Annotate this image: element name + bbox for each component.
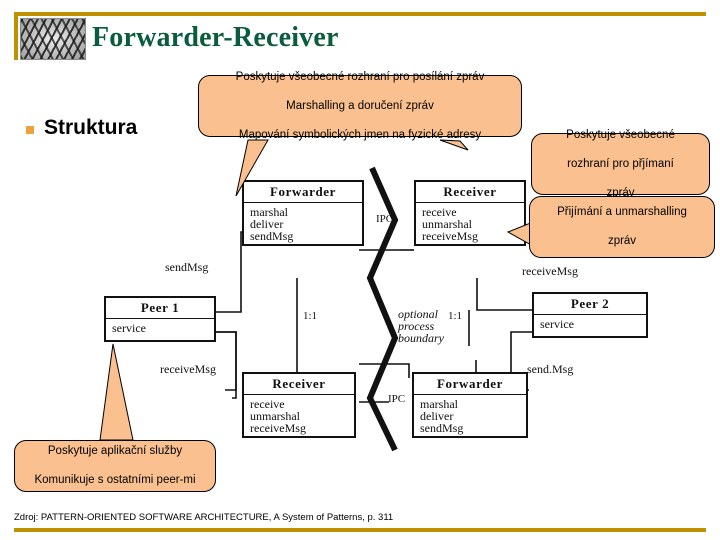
operation: marshal (420, 397, 458, 411)
callout-receiver-secondary[interactable]: Přijímání a unmarshalling zpráv (529, 196, 715, 258)
class-operations: service (534, 315, 646, 334)
callout-line: rozhraní pro přjímaní (567, 157, 674, 170)
operation: receive (250, 397, 285, 411)
edge-label-sendmsg-left: sendMsg (165, 260, 209, 274)
process-boundary-label: optional process boundary (398, 308, 444, 344)
footer-rule (14, 528, 706, 532)
bullet-label: Struktura (44, 116, 138, 139)
ipc-label-bottom: IPC (388, 393, 406, 405)
class-operations: receive unmarshal receiveMsg (244, 395, 354, 438)
callout-forwarder[interactable]: Poskytuje všeobecné rozhraní pro posílán… (198, 71, 522, 141)
operation: marshal (250, 205, 288, 219)
edge-label-receivemsg-left: receiveMsg (160, 362, 216, 376)
operation: receive (422, 205, 457, 219)
operation: deliver (420, 409, 454, 423)
operation: service (112, 321, 146, 335)
edge-label-sendmsg-right: send.Msg (527, 362, 574, 376)
header-rule-top (14, 12, 706, 16)
callout-line: zpráv (606, 186, 635, 199)
class-title: Forwarder (244, 182, 362, 203)
callout-line: Komunikuje s ostatními peer-mi (34, 474, 196, 487)
boundary-line: process (398, 319, 435, 333)
class-box-receiver-bottom[interactable]: Receiver receive unmarshal receiveMsg (242, 372, 356, 438)
callout-peer[interactable]: Poskytuje aplikační služby Komunikuje s … (14, 440, 216, 492)
class-operations: service (106, 319, 214, 338)
operation: sendMsg (250, 229, 294, 243)
callout-line: Marshalling a doručení zpráv (286, 99, 434, 112)
class-operations: marshal deliver sendMsg (414, 395, 526, 438)
page-title: Forwarder-Receiver (92, 22, 339, 53)
square-bullet-icon (26, 126, 34, 134)
callout-line: Poskytuje aplikační služby (47, 445, 183, 458)
class-title: Receiver (416, 182, 524, 203)
class-box-peer-1[interactable]: Peer 1 service (104, 296, 216, 342)
operation: receiveMsg (422, 229, 478, 243)
class-title: Forwarder (414, 374, 526, 395)
boundary-line: boundary (398, 331, 444, 345)
callout-receiver-primary[interactable]: Poskytuje všeobecné rozhraní pro přjíman… (531, 129, 710, 199)
callout-line: Poskytuje všeobecné rozhraní pro posílán… (235, 70, 485, 83)
callout-line: zpráv (607, 235, 637, 248)
boundary-line: optional (398, 307, 439, 321)
operation: sendMsg (420, 421, 464, 435)
class-box-receiver-top[interactable]: Receiver receive unmarshal receiveMsg (414, 180, 526, 246)
operation: receiveMsg (250, 421, 306, 435)
class-box-forwarder-bottom[interactable]: Forwarder marshal deliver sendMsg (412, 372, 528, 438)
textured-ring-logo-icon (20, 18, 86, 60)
operation: service (540, 317, 574, 331)
class-box-peer-2[interactable]: Peer 2 service (532, 292, 648, 338)
header-rule-left (14, 12, 18, 60)
class-operations: receive unmarshal receiveMsg (416, 203, 524, 246)
class-box-forwarder-top[interactable]: Forwarder marshal deliver sendMsg (242, 180, 364, 246)
multiplicity-left: 1:1 (303, 310, 318, 322)
class-operations: marshal deliver sendMsg (244, 203, 362, 246)
class-title: Peer 2 (534, 294, 646, 315)
source-citation: Zdroj: PATTERN-ORIENTED SOFTWARE ARCHITE… (14, 512, 394, 523)
ipc-label-top: IPC (376, 213, 394, 225)
callout-line: Poskytuje všeobecné (566, 128, 675, 141)
callout-line: Mapování symbolických jmen na fyzické ad… (238, 128, 482, 141)
class-title: Receiver (244, 374, 354, 395)
operation: unmarshal (422, 217, 472, 231)
callout-line: Přijímání a unmarshalling (557, 206, 687, 219)
operation: deliver (250, 217, 284, 231)
edge-label-receivemsg-right: receiveMsg (522, 264, 578, 278)
class-title: Peer 1 (106, 298, 214, 319)
operation: unmarshal (250, 409, 300, 423)
multiplicity-right: 1:1 (448, 310, 463, 322)
